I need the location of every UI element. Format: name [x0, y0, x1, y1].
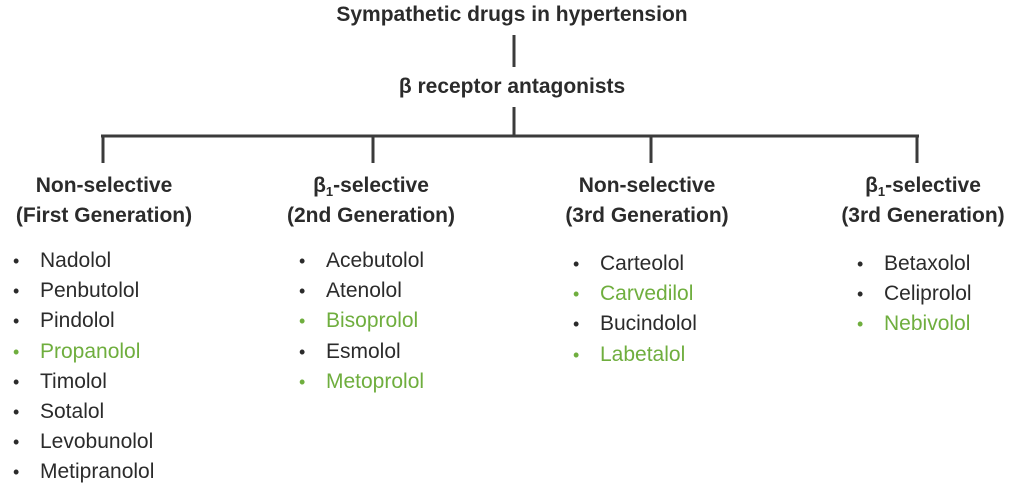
drug-list-item: • Atenolol	[297, 276, 424, 306]
bullet-icon: •	[13, 401, 20, 422]
bullet-icon: •	[13, 371, 20, 392]
drug-list-item: • Carteolol	[571, 249, 697, 279]
column-header-line-1: β1-selective	[803, 171, 1024, 201]
drug-name: Carteolol	[600, 252, 685, 275]
column-header-beta1-selective-2nd-gen: β1-selective (2nd Generation)	[251, 171, 491, 231]
column-header-nonselective-3rd-gen: Non-selective (3rd Generation)	[527, 171, 767, 231]
drug-list-item: • Acebutolol	[297, 246, 424, 276]
column-header-label: -selective	[885, 174, 981, 197]
column-header-label: Non-selective	[35, 174, 173, 197]
drug-list-item: • Timolol	[11, 367, 154, 397]
subscript-one: 1	[877, 184, 886, 199]
bullet-icon: •	[13, 311, 20, 332]
drug-name: Nebivolol	[884, 312, 971, 336]
bullet-icon: •	[573, 344, 580, 365]
bullet-icon: •	[13, 341, 20, 362]
drug-name: Nadolol	[40, 249, 112, 272]
bullet-icon: •	[13, 251, 20, 271]
drug-name: Pindolol	[40, 309, 115, 333]
column-header-label: -selective	[333, 174, 429, 197]
drug-name: Timolol	[40, 369, 107, 393]
drug-name: Betaxolol	[884, 252, 971, 275]
drug-name: Carvedilol	[600, 282, 694, 306]
column-header-beta1-selective-3rd-gen: β1-selective (3rd Generation)	[803, 171, 1024, 231]
drug-name: Metipranolol	[40, 460, 155, 484]
drug-list-col-4: • Betaxolol • Celiprolol • Nebivolol	[855, 249, 972, 340]
drug-name: Propanolol	[40, 339, 141, 363]
drug-list-item: • Metoprolol	[297, 367, 424, 397]
column-header-line-1: Non-selective	[0, 171, 224, 201]
column-header-generation: (3rd Generation)	[565, 204, 729, 227]
bullet-icon: •	[857, 314, 864, 335]
drug-list-item: • Penbutolol	[11, 276, 154, 306]
bullet-icon: •	[299, 281, 306, 302]
beta-symbol: β	[313, 174, 326, 197]
column-header-label: Non-selective	[578, 174, 716, 197]
drug-list-item: • Bucindolol	[571, 309, 697, 339]
drug-name: Esmolol	[326, 339, 401, 363]
drug-name: Metoprolol	[326, 369, 425, 393]
column-header-generation: (3rd Generation)	[841, 204, 1005, 227]
drug-list-item: • Sotalol	[11, 397, 154, 427]
drug-name: Bisoprolol	[326, 309, 419, 333]
drug-list-item: • Nebivolol	[855, 309, 972, 339]
column-header-line-1: β1-selective	[251, 171, 491, 201]
bullet-icon: •	[299, 311, 306, 332]
drug-list-item: • Propanolol	[11, 337, 154, 367]
drug-name: Penbutolol	[40, 279, 140, 303]
bullet-icon: •	[857, 254, 864, 274]
drug-name: Sotalol	[40, 399, 105, 423]
drug-list-item: • Betaxolol	[855, 249, 972, 279]
column-header-nonselective-first-gen: Non-selective (First Generation)	[0, 171, 224, 231]
bullet-icon: •	[13, 432, 20, 453]
bullet-icon: •	[299, 371, 306, 392]
root-node-title: Sympathetic drugs in hypertension	[336, 3, 688, 26]
drug-list-col-1: •Nadolol•Penbutolol•Pindolol•Propanolol•…	[11, 246, 154, 488]
drug-name: Bucindolol	[600, 312, 697, 336]
drug-list-item: • Celiprolol	[855, 279, 972, 309]
drug-list-item: • Labetalol	[571, 340, 697, 370]
drug-name: Levobunolol	[40, 430, 154, 454]
column-header-generation: (2nd Generation)	[286, 204, 455, 227]
drug-name: Labetalol	[600, 342, 686, 366]
drug-list-item: • Esmolol	[297, 337, 424, 367]
drug-list-item: • Bisoprolol	[297, 306, 424, 336]
drug-list-col-2: •Acebutolol•Atenolol•Bisoprolol•Esmolol•…	[297, 246, 424, 397]
bullet-icon: •	[299, 251, 306, 271]
drug-list-item: • Nadolol	[11, 246, 154, 276]
subnode-title: β receptor antagonists	[398, 75, 626, 98]
drug-name: Acebutolol	[326, 249, 425, 272]
bullet-icon: •	[13, 462, 20, 483]
subscript-one: 1	[325, 184, 334, 199]
drug-name: Celiprolol	[884, 282, 972, 306]
column-header-generation: (First Generation)	[15, 204, 193, 227]
beta-symbol: β	[865, 174, 878, 197]
column-header-line-1: Non-selective	[527, 171, 767, 201]
bullet-icon: •	[857, 284, 864, 305]
drug-list-col-3: • Carteolol • Carvedilol • Bucindolol • Labetal…	[571, 249, 697, 370]
bullet-icon: •	[573, 314, 580, 335]
bullet-icon: •	[13, 281, 20, 302]
drug-list-item: • Carvedilol	[571, 279, 697, 309]
bullet-icon: •	[573, 254, 580, 274]
drug-list-item: • Levobunolol	[11, 427, 154, 457]
drug-list-item: • Pindolol	[11, 306, 154, 336]
drug-list-item: • Metipranolol	[11, 457, 154, 487]
bullet-icon: •	[299, 341, 306, 362]
bullet-icon: •	[573, 284, 580, 305]
drug-name: Atenolol	[326, 279, 402, 303]
